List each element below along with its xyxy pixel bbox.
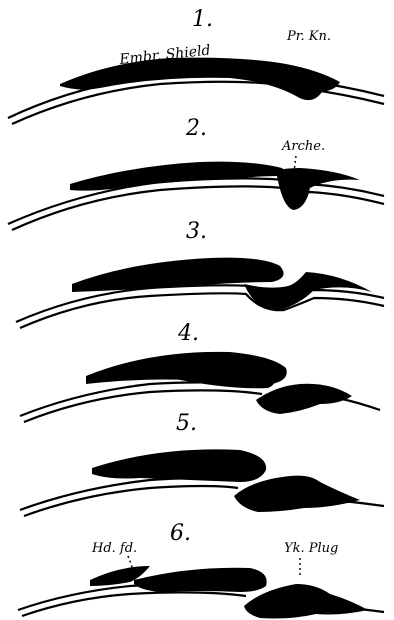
stage-3-outer-layer xyxy=(16,285,384,322)
head-fold-label: Hd. fd. xyxy=(91,541,137,556)
stage-3-number: 3. xyxy=(186,219,207,244)
yolk-plug-label: Yk. Plug xyxy=(284,541,338,556)
archenteron-label: Arche. xyxy=(281,139,325,154)
stage-6: 6. Hd. fd. Yk. Plug xyxy=(18,521,384,619)
stage-1: 1. Embr. Shield Pr. Kn. xyxy=(8,7,384,124)
stage-6-inner-layer xyxy=(22,592,246,616)
stage-4: 4. xyxy=(20,321,380,422)
stage-5: 5. xyxy=(20,411,384,516)
stage-4-number: 4. xyxy=(177,321,199,346)
stage-5-outer-layer xyxy=(20,478,240,510)
stage-6-number: 6. xyxy=(170,521,191,546)
stage-3-inner-layer xyxy=(20,293,384,328)
yolk-plug xyxy=(244,584,368,619)
stage-2-number: 2. xyxy=(185,116,207,141)
stage-1-number: 1. xyxy=(192,7,213,32)
primitive-knot-label: Pr. Kn. xyxy=(286,29,331,44)
stage-4-inner-layer xyxy=(24,390,262,422)
stage-3: 3. xyxy=(16,219,384,328)
stage-5-yolk-region xyxy=(234,476,360,512)
stage-2-outer-layer xyxy=(8,178,384,224)
stage-2: 2. Arche. xyxy=(8,116,384,230)
stage-5-inner-layer xyxy=(24,486,238,516)
stage-5-number: 5. xyxy=(176,411,197,436)
